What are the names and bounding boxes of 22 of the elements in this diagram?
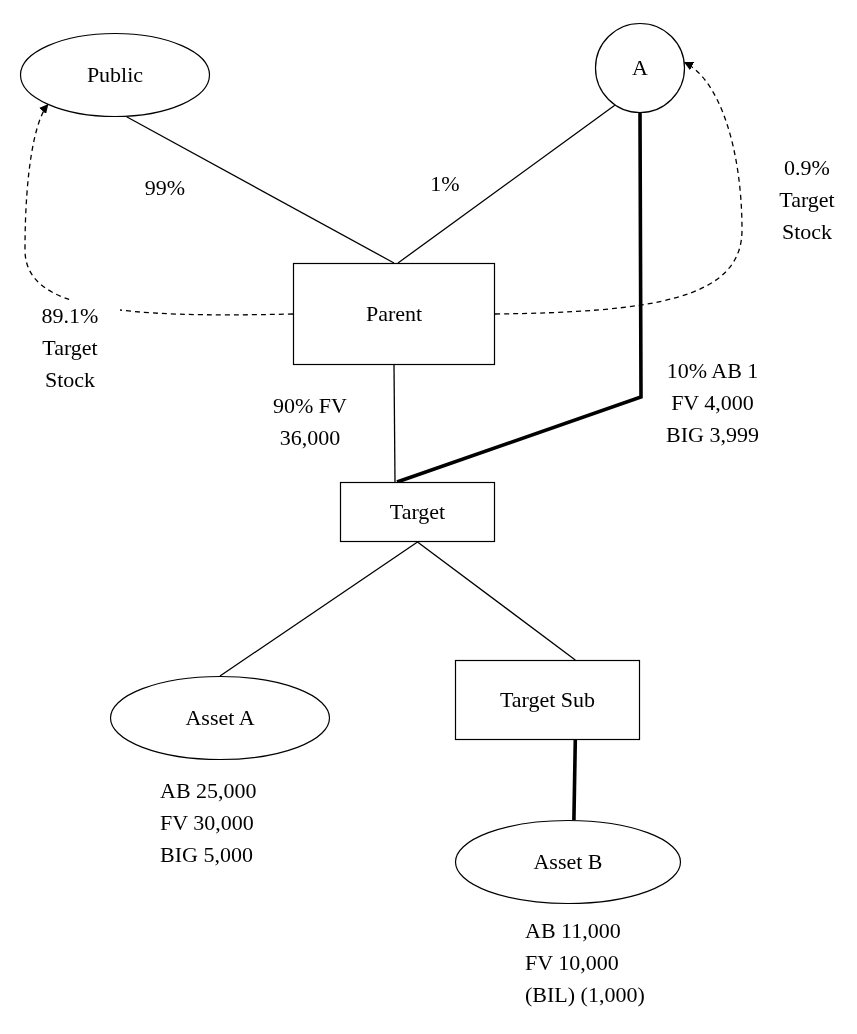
entity-name: Target Sub [499,687,596,713]
dashed-arrow [494,61,743,315]
connector-line [393,364,396,483]
connector-line [397,104,616,264]
entity-name: Target [389,499,446,525]
entity-name: Asset B [533,849,603,875]
value-line: AB 11,000 [525,917,622,945]
connector-line [219,541,419,677]
value-line: FV 10,000 [525,948,620,977]
value-line: BIG 5,000 [160,840,254,869]
connector-line [572,739,578,821]
value-line: AB 25,000 [160,777,257,805]
entity-name: Parent [365,301,423,327]
connector-line [416,541,576,661]
connector-line [125,116,395,264]
dashed-arrow [24,103,294,316]
entity-name: A [632,55,648,81]
connector-line [396,113,643,484]
entity-name: Asset A [185,705,255,731]
entity-name: Public [86,62,144,88]
value-line: FV 30,000 [160,808,255,837]
value-line: (BIL) (1,000) [525,980,645,1009]
